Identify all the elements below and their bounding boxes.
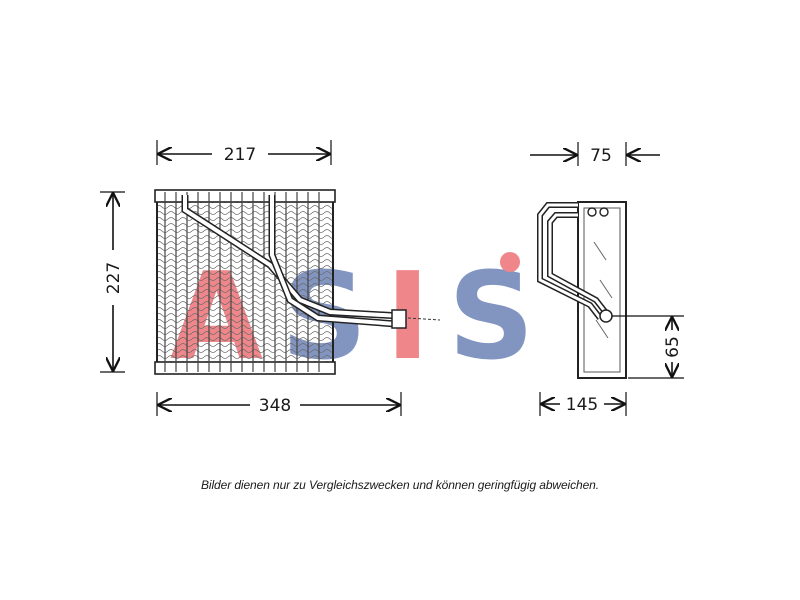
dimension-height-left: 227 [100, 191, 125, 373]
dim-label-depth-top: 75 [590, 146, 612, 166]
dimension-width-top: 217 [156, 140, 332, 165]
dimension-depth-bottom: 145 [539, 392, 627, 416]
dim-label-width-bottom: 348 [259, 396, 291, 416]
dim-label-width-top: 217 [224, 145, 256, 165]
dim-label-height-left: 227 [104, 262, 124, 294]
watermark-dot-icon [500, 252, 520, 272]
dimension-width-bottom: 348 [156, 392, 402, 416]
evaporator-side-view [537, 201, 627, 379]
dim-label-depth-bottom: 145 [566, 395, 598, 415]
evaporator-front-view [154, 189, 441, 375]
dimension-pipe-height: 65 [612, 315, 684, 379]
watermark-letter: S [448, 248, 552, 387]
dimension-depth-top: 75 [530, 142, 660, 166]
disclaimer-caption: Bilder dienen nur zu Vergleichszwecken u… [201, 478, 599, 492]
dim-label-pipe-height: 65 [663, 336, 683, 358]
